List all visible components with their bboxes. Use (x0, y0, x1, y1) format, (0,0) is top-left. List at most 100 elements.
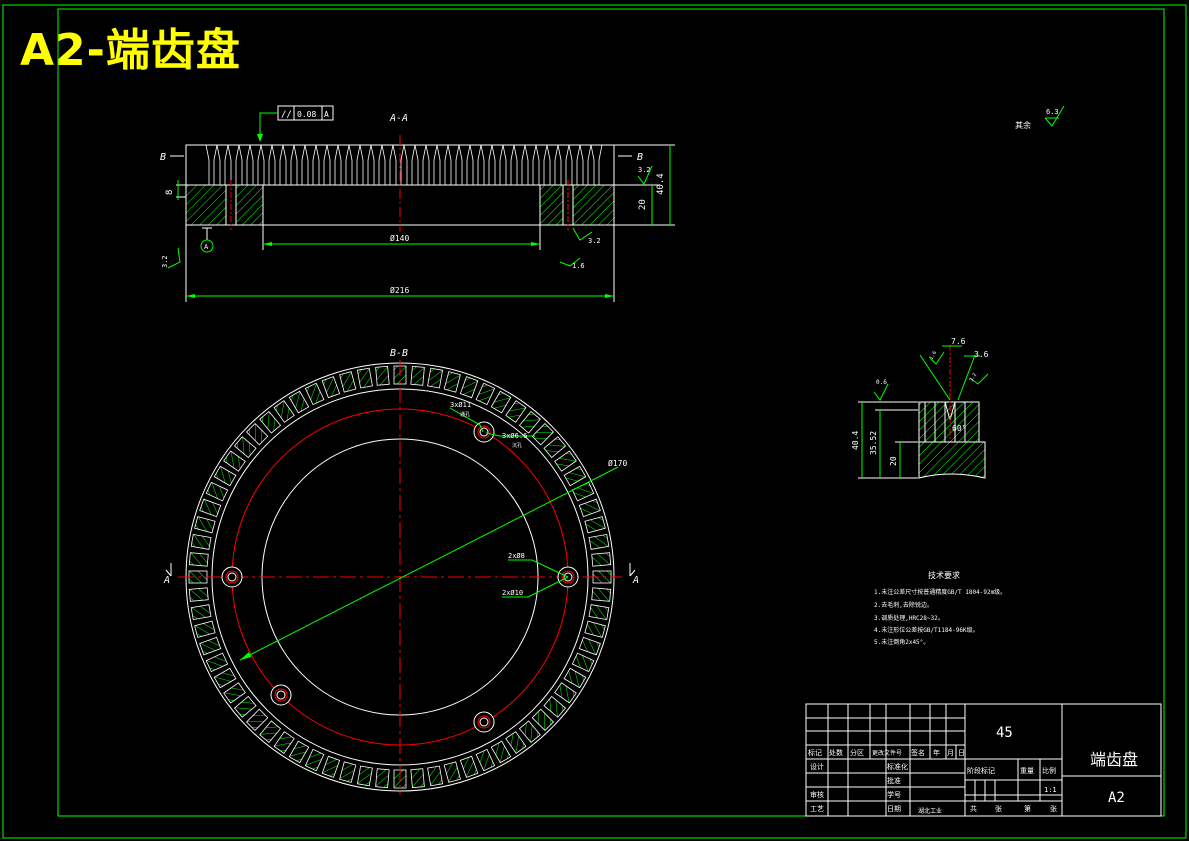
dim-d140: Ø140 (390, 233, 409, 243)
mounting-hole (270, 684, 292, 706)
tooth (381, 144, 394, 186)
radial-tooth (304, 748, 325, 772)
roughness-top-right: 3.2 (638, 166, 651, 174)
radial-tooth (194, 516, 216, 534)
roughness-symbol: 1.6 (559, 257, 585, 270)
radial-tooth (459, 376, 479, 399)
radial-tooth (427, 367, 444, 389)
page-heading: A2-端齿盘 (20, 25, 241, 76)
detail-roughness-1-6: 1.6 (929, 350, 939, 361)
radial-tooth (427, 765, 444, 787)
tb-h-zone: 分区 (850, 748, 864, 757)
tooth (447, 144, 460, 186)
radial-tooth (223, 450, 246, 472)
tb-no: 第 (1024, 804, 1031, 813)
tb-part-name: 端齿盘 (1090, 750, 1138, 769)
tooth-detail-view: 7.6 3.6 60° 40.4 35.52 20 0.6 1.6 3.2 (851, 337, 989, 479)
tb-school: 湖北工业 (918, 807, 942, 815)
tb-material: 45 (996, 725, 1013, 741)
rest-roughness: 其余 6.3 (1015, 105, 1065, 130)
tb-h-mark: 标记 (808, 748, 822, 757)
tooth (282, 144, 295, 186)
radial-tooth (554, 682, 577, 704)
radial-tooth (190, 533, 212, 550)
radial-tooth (543, 695, 567, 718)
tooth (293, 144, 306, 186)
dim-d216: Ø216 (390, 285, 409, 295)
tooth (326, 144, 339, 186)
radial-tooth (490, 390, 512, 414)
radial-tooth (356, 765, 373, 787)
mounting-hole (473, 711, 495, 733)
radial-tooth (518, 410, 541, 434)
tb-design: 设计 (810, 762, 824, 771)
radial-tooth (375, 768, 390, 789)
tech-title: 技术要求 (928, 570, 960, 580)
tb-drawing-no: A2 (1108, 790, 1125, 806)
radial-tooth (245, 708, 269, 732)
radial-tooth (259, 410, 282, 434)
radial-tooth (245, 422, 269, 446)
title-block: 标记 处数 分区 更改文件号 签名 年 月 日 设计 审核 工艺 标准化 批准 … (805, 703, 1162, 817)
roughness-symbol: 3.2 (161, 247, 181, 269)
tooth (315, 144, 328, 186)
tech-item-4: 4.未注形位公差按GB/T1184-96K级。 (874, 626, 979, 634)
mounting-hole (473, 421, 495, 443)
tb-weight: 重量 (1020, 767, 1034, 775)
radial-tooth (233, 436, 257, 459)
rest-value: 6.3 (1046, 108, 1059, 116)
tooth (513, 144, 526, 186)
datum-a-symbol: A (200, 227, 214, 253)
outer-border (2, 4, 1187, 839)
tb-h-day: 日 (958, 749, 965, 757)
radial-tooth (233, 695, 257, 718)
radial-tooth (205, 652, 229, 673)
radial-tooth (356, 367, 373, 389)
tech-item-1: 1.未注公差尺寸按普通精度GB/T 1804-92m级。 (874, 588, 1006, 596)
radial-tooth (591, 587, 612, 602)
detail-dim-20: 20 (889, 456, 898, 466)
tooth (392, 144, 405, 186)
radial-tooth (588, 604, 610, 621)
radial-tooth (563, 465, 587, 487)
radial-tooth (288, 740, 310, 764)
tooth (491, 144, 504, 186)
tb-sheet2: 张 (1050, 804, 1057, 813)
radial-tooth (591, 552, 612, 567)
radial-tooth (578, 498, 601, 518)
detail-dim-3-6: 3.6 (974, 350, 989, 359)
tooth (480, 144, 493, 186)
radial-tooth (321, 755, 341, 778)
tech-item-2: 2.去毛刺,去除锐边。 (874, 601, 933, 609)
radial-tooth (543, 436, 567, 459)
section-aa-label: A-A (389, 113, 408, 124)
tb-scale: 1:1 (1044, 786, 1057, 794)
radial-tooth (563, 667, 587, 689)
radial-tooth (475, 382, 496, 406)
tb-approve: 批准 (887, 776, 901, 785)
tooth (469, 144, 482, 186)
radial-tooth (505, 400, 527, 423)
detail-dim-35-52: 35.52 (869, 431, 878, 455)
radial-tooth (190, 604, 212, 621)
radial-tooth (273, 400, 295, 423)
tb-review: 审核 (810, 790, 824, 799)
tb-date: 日期 (887, 805, 901, 813)
radial-tooth (205, 481, 229, 502)
tooth (425, 144, 438, 186)
radial-tooth (304, 382, 325, 406)
radial-tooth (490, 740, 512, 764)
tb-sheet1: 张 (995, 804, 1002, 813)
holes-3xd6-6-note: 沉孔 (512, 442, 522, 449)
roughness-symbol: 3.2 (572, 227, 601, 245)
tooth (403, 144, 416, 186)
tb-scale-label: 比例 (1042, 766, 1056, 775)
radial-tooth (321, 376, 341, 399)
hatch-right (539, 184, 615, 226)
holes-2xd8: 2xØ8 (508, 552, 525, 560)
radial-tooth (288, 390, 310, 414)
radial-tooth (518, 720, 541, 744)
tooth (414, 144, 427, 186)
roughness-bottom-right: 3.2 (588, 237, 601, 245)
radial-tooth (571, 652, 595, 673)
